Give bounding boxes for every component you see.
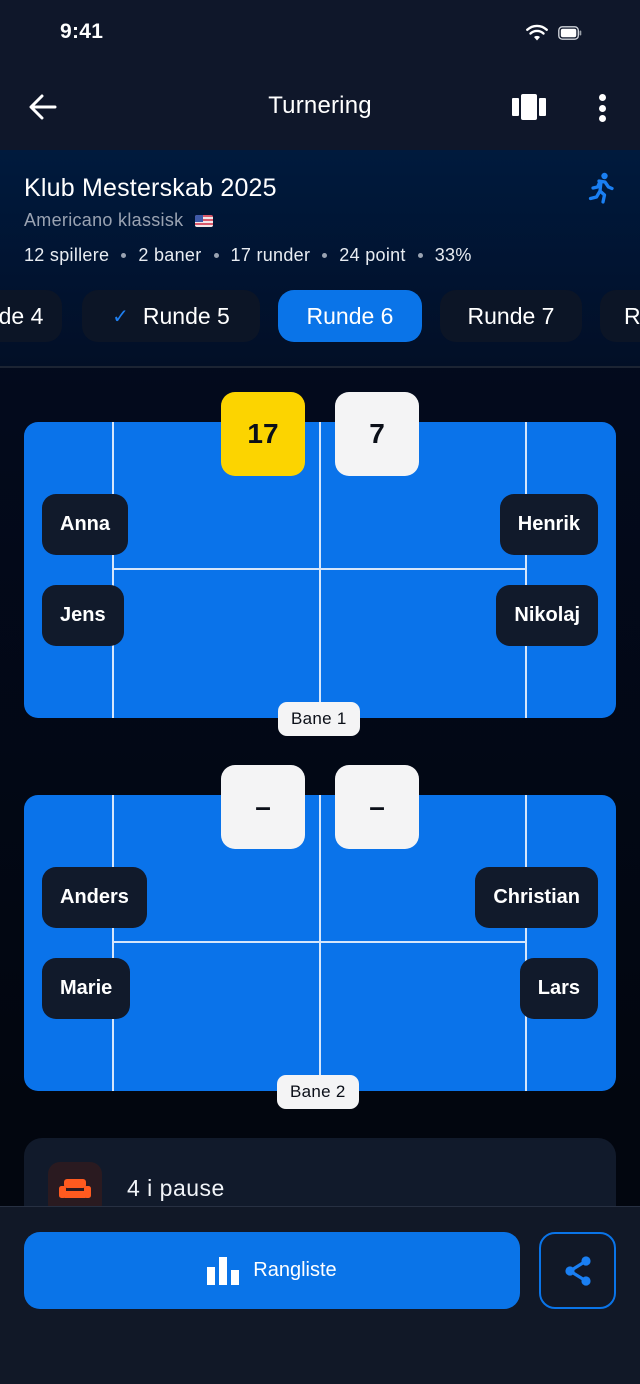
- check-icon: ✓: [112, 305, 129, 328]
- pause-text: 4 i pause: [127, 1175, 225, 1201]
- more-vertical-icon: [598, 94, 606, 101]
- tab-round-4[interactable]: de 4: [0, 290, 62, 342]
- battery-icon: [558, 25, 582, 40]
- player-anna[interactable]: Anna: [42, 494, 128, 555]
- arrow-left-icon: [29, 94, 57, 120]
- tournament-header: Klub Mesterskab 2025 Americano klassisk …: [0, 150, 640, 368]
- tab-round-5[interactable]: ✓ Runde 5: [82, 290, 260, 342]
- player-anders[interactable]: Anders: [42, 867, 147, 928]
- meta-rounds: 17 runder: [230, 245, 311, 265]
- tournament-name: Klub Mesterskab 2025: [24, 174, 277, 202]
- status-icons: [526, 24, 582, 41]
- court-2: [24, 795, 616, 1091]
- page-title: Turnering: [268, 92, 372, 119]
- ranking-button[interactable]: Rangliste: [24, 1232, 520, 1309]
- tab-round-7[interactable]: Runde 7: [440, 290, 582, 342]
- running-person-icon: [588, 172, 614, 204]
- tournament-meta: 12 spillere 2 baner 17 runder 24 point 3…: [24, 245, 472, 266]
- tab-round-6[interactable]: Runde 6: [278, 290, 422, 342]
- meta-players: 12 spillere: [24, 245, 110, 265]
- court-2-score-left[interactable]: –: [221, 765, 305, 849]
- tournament-mode-label: Americano klassisk: [24, 210, 184, 230]
- court-view-button[interactable]: [512, 94, 546, 120]
- ranking-label: Rangliste: [253, 1259, 337, 1281]
- tournament-mode: Americano klassisk: [24, 210, 214, 231]
- us-flag-icon: [195, 214, 214, 227]
- round-tabs[interactable]: de 4 ✓ Runde 5 Runde 6 Runde 7 R: [0, 290, 640, 342]
- bottom-bar: Rangliste: [0, 1206, 640, 1384]
- court-1: [24, 422, 616, 718]
- meta-points: 24 point: [339, 245, 406, 265]
- player-nikolaj[interactable]: Nikolaj: [496, 585, 598, 646]
- meta-progress: 33%: [434, 245, 472, 265]
- player-marie[interactable]: Marie: [42, 958, 131, 1019]
- share-icon: [564, 1255, 591, 1286]
- player-jens[interactable]: Jens: [42, 585, 124, 646]
- meta-courts: 2 baner: [138, 245, 202, 265]
- back-button[interactable]: [26, 90, 60, 124]
- sofa-icon: [59, 1179, 91, 1198]
- more-options-button[interactable]: [592, 94, 612, 122]
- wifi-icon: [526, 24, 548, 41]
- court-1-score-right[interactable]: 7: [335, 392, 419, 476]
- court-1-score-left[interactable]: 17: [221, 392, 305, 476]
- court-2-score-right[interactable]: –: [335, 765, 419, 849]
- share-button[interactable]: [539, 1232, 616, 1309]
- court-2-label: Bane 2: [277, 1075, 359, 1109]
- player-lars[interactable]: Lars: [519, 958, 598, 1019]
- divider: [0, 366, 640, 368]
- court-view-icon: [512, 94, 546, 120]
- app-header: 9:41 Turnering: [0, 0, 640, 150]
- status-time: 9:41: [60, 20, 104, 43]
- court-1-label: Bane 1: [278, 702, 360, 736]
- player-christian[interactable]: Christian: [475, 867, 598, 928]
- tab-round-8[interactable]: R: [600, 290, 640, 342]
- bar-chart-icon: [207, 1256, 240, 1285]
- player-henrik[interactable]: Henrik: [499, 494, 598, 555]
